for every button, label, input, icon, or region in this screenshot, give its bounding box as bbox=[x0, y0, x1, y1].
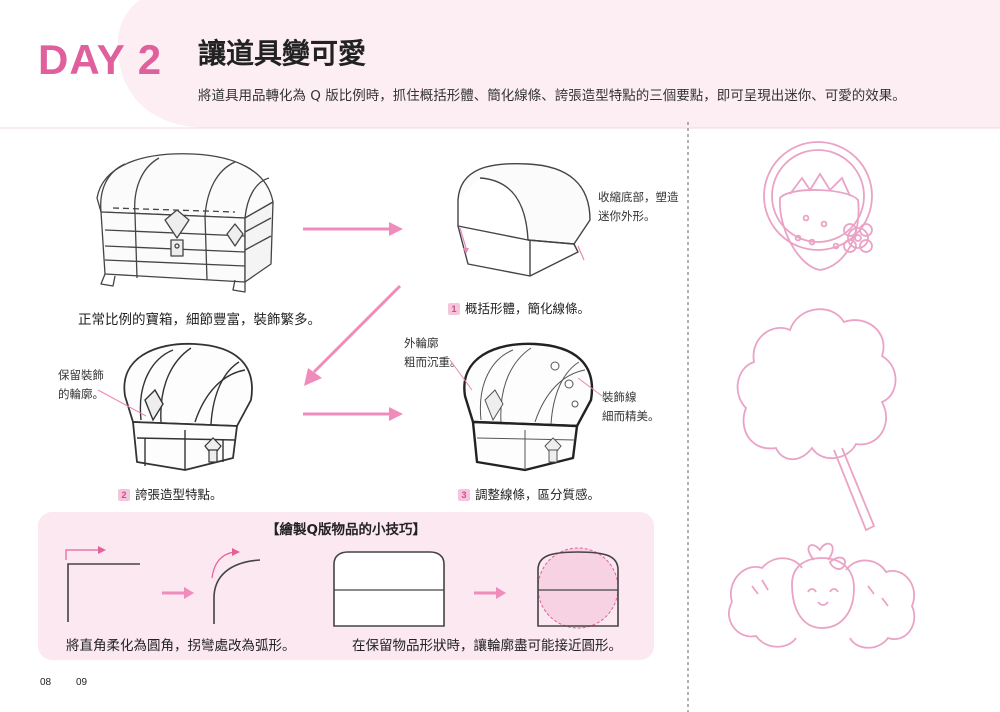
step3-caption-text: 調整線條，區分質感。 bbox=[475, 487, 601, 502]
arrow-right-top-icon bbox=[303, 222, 403, 236]
box-shape-illustration bbox=[333, 551, 445, 627]
step1-note: 收縮底部，塑造 迷你外形。 bbox=[598, 190, 679, 223]
tip1-caption: 將直角柔化為圓角，拐彎處改為弧形。 bbox=[66, 638, 296, 654]
gutter-divider bbox=[687, 122, 689, 712]
step2-caption: 2 誇張造型特點。 bbox=[118, 484, 223, 503]
page-number-left: 08 bbox=[40, 677, 52, 688]
step3-number: 3 bbox=[458, 489, 470, 501]
day-label: DAY 2 bbox=[38, 36, 163, 83]
step2-number: 2 bbox=[118, 489, 130, 501]
right-angle-corner-illustration bbox=[65, 546, 140, 622]
rounded-box-shape-illustration bbox=[537, 547, 619, 629]
arrow-tip2-icon bbox=[474, 587, 506, 599]
page-title: 讓道具變可愛 bbox=[198, 37, 367, 70]
page-number-right: 09 bbox=[76, 677, 88, 688]
step2-caption-text: 誇張造型特點。 bbox=[135, 487, 223, 502]
bunny-bread-icon bbox=[728, 542, 916, 649]
header-band bbox=[0, 0, 1000, 129]
arrow-right-bottom-icon bbox=[303, 407, 403, 421]
chest-simplified-illustration bbox=[457, 162, 591, 277]
step3-outer-pointer-line bbox=[449, 359, 473, 391]
tip2-caption: 在保留物品形狀時，讓輪廓盡可能接近圓形。 bbox=[352, 638, 622, 654]
cotton-candy-icon bbox=[736, 308, 897, 532]
step1-caption: 1 概括形體，簡化線條。 bbox=[448, 298, 590, 317]
page-subtitle: 將道具用品轉化為 Q 版比例時，抓住概括形體、簡化線條、誇張造型特點的三個要點，… bbox=[198, 88, 906, 104]
chest-detailed-illustration bbox=[96, 153, 274, 293]
arrow-diagonal-icon bbox=[304, 284, 402, 386]
strawberry-candy-icon bbox=[763, 141, 873, 271]
normal-chest-caption: 正常比例的寶箱，細節豐富，裝飾繁多。 bbox=[78, 312, 321, 328]
step2-pointer-line bbox=[97, 389, 147, 417]
rounded-corner-illustration bbox=[211, 548, 261, 624]
step3-deco-pointer-line bbox=[577, 377, 603, 397]
chest-refined-illustration bbox=[463, 342, 594, 472]
step3-outer-note: 外輪廓 粗而沉重。 bbox=[404, 336, 462, 369]
step1-number: 1 bbox=[448, 303, 460, 315]
chest-exaggerated-illustration bbox=[123, 343, 253, 471]
arrow-tip1-icon bbox=[162, 587, 194, 599]
step3-caption: 3 調整線條，區分質感。 bbox=[458, 484, 600, 503]
step3-deco-note: 裝飾線 細而精美。 bbox=[602, 390, 660, 423]
step2-note: 保留裝飾 的輪廓。 bbox=[58, 368, 104, 401]
tips-title: 【繪製Q版物品的小技巧】 bbox=[266, 522, 426, 538]
step1-caption-text: 概括形體，簡化線條。 bbox=[465, 301, 591, 316]
